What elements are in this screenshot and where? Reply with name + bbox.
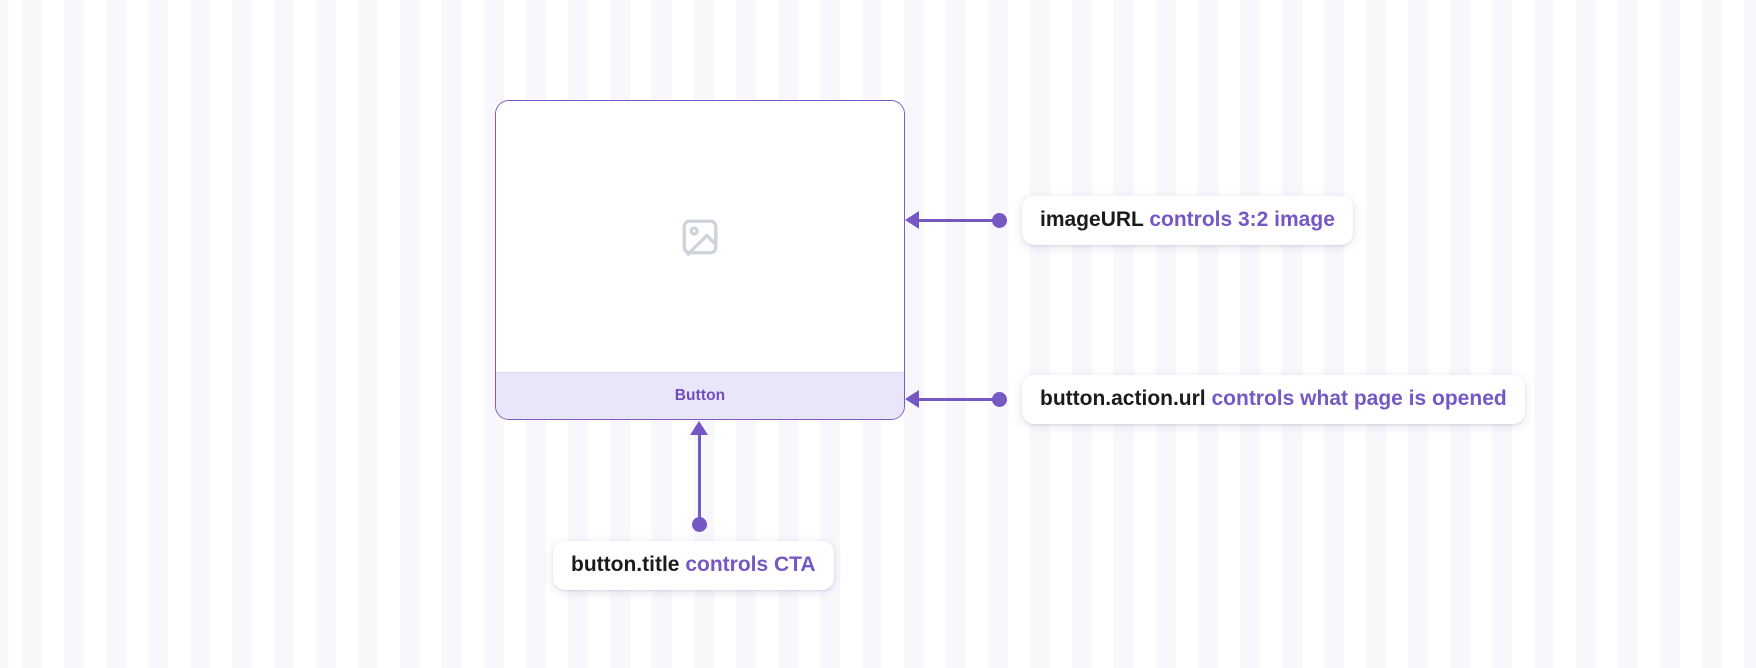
callout-button-title[interactable]: button.title controls CTA xyxy=(553,541,834,591)
callout-desc: controls 3:2 image xyxy=(1149,208,1335,231)
callout-desc: controls what page is opened xyxy=(1211,387,1507,410)
connector-line xyxy=(697,434,701,524)
card-button-label: Button xyxy=(674,387,726,404)
callout-code: button.title xyxy=(571,553,686,576)
connector-dot xyxy=(992,391,1007,407)
connector-dot xyxy=(691,517,707,532)
preview-card: Button xyxy=(495,100,905,420)
arrowhead-icon xyxy=(690,421,708,435)
connector-line xyxy=(918,397,998,401)
card-image-area xyxy=(496,101,904,372)
connector-line xyxy=(918,218,998,222)
callout-code: imageURL xyxy=(1040,208,1150,231)
arrowhead-icon xyxy=(905,211,919,229)
image-placeholder-icon xyxy=(679,216,721,258)
arrowhead-icon xyxy=(905,390,919,408)
callout-button-action-url[interactable]: button.action.url controls what page is … xyxy=(1022,375,1525,425)
card-footer-button[interactable]: Button xyxy=(496,372,904,419)
callout-code: button.action.url xyxy=(1040,387,1212,410)
callout-desc: controls CTA xyxy=(685,553,816,576)
connector-dot xyxy=(992,212,1007,228)
callout-image-url[interactable]: imageURL controls 3:2 image xyxy=(1022,196,1353,246)
